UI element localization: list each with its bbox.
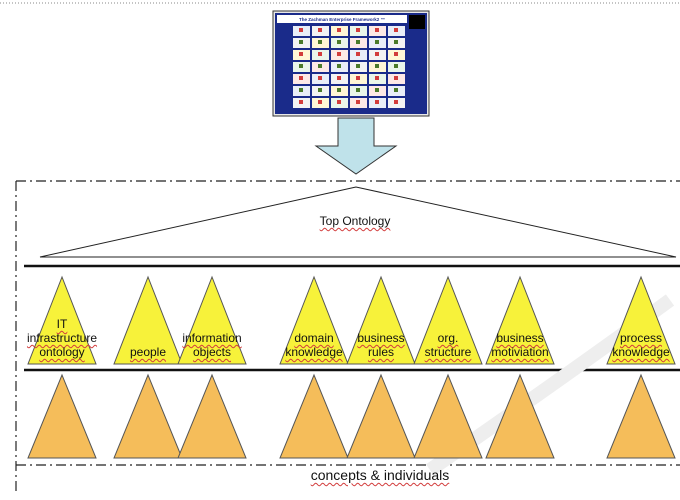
framework-cell-icon bbox=[299, 28, 303, 32]
zachman-framework-thumbnail: The Zachman Enterprise Framework2 ™ bbox=[272, 10, 430, 117]
framework-cell-icon bbox=[394, 40, 398, 44]
framework-cell-icon bbox=[375, 64, 379, 68]
framework-title: The Zachman Enterprise Framework2 ™ bbox=[299, 17, 385, 22]
framework-cell-icon bbox=[318, 64, 322, 68]
framework-cell-icon bbox=[375, 52, 379, 56]
concept-triangle-business-rules bbox=[346, 373, 416, 459]
framework-cell-icon bbox=[337, 76, 341, 80]
framework-cell-icon bbox=[375, 40, 379, 44]
ontology-triangle-people bbox=[113, 275, 183, 365]
concept-triangle-domain bbox=[279, 373, 349, 459]
framework-cell-icon bbox=[318, 100, 322, 104]
framework-cell-icon bbox=[394, 28, 398, 32]
framework-cell-icon bbox=[299, 52, 303, 56]
ontology-triangle-business-rules bbox=[346, 275, 416, 365]
framework-cell-icon bbox=[356, 76, 360, 80]
framework-cell-icon bbox=[394, 52, 398, 56]
framework-cell-icon bbox=[318, 76, 322, 80]
ontology-triangle-it bbox=[27, 275, 97, 365]
ontology-triangle-domain bbox=[279, 275, 349, 365]
framework-cell-icon bbox=[299, 88, 303, 92]
concept-triangle-org bbox=[413, 373, 483, 459]
framework-cell-icon bbox=[356, 52, 360, 56]
framework-cell-icon bbox=[375, 88, 379, 92]
concept-triangle-motivation bbox=[485, 373, 555, 459]
framework-cell-icon bbox=[356, 100, 360, 104]
framework-cell-icon bbox=[356, 64, 360, 68]
top-ontology-label: Top Ontology bbox=[319, 214, 391, 228]
ontology-triangle-motivation bbox=[485, 275, 555, 365]
framework-cell-icon bbox=[394, 88, 398, 92]
framework-cell-icon bbox=[337, 40, 341, 44]
framework-cell-icon bbox=[318, 40, 322, 44]
concept-triangle-information bbox=[177, 373, 247, 459]
framework-cell-icon bbox=[337, 28, 341, 32]
framework-cell-icon bbox=[375, 28, 379, 32]
ontology-triangle-org bbox=[413, 275, 483, 365]
framework-cell-icon bbox=[337, 52, 341, 56]
ontology-triangle-process bbox=[606, 275, 676, 365]
concept-triangle-people bbox=[113, 373, 183, 459]
framework-cell-icon bbox=[318, 28, 322, 32]
framework-cell-icon bbox=[318, 88, 322, 92]
framework-cell-icon bbox=[375, 76, 379, 80]
top-ontology-triangle bbox=[39, 186, 677, 258]
framework-cell-icon bbox=[394, 100, 398, 104]
framework-cell-icon bbox=[356, 88, 360, 92]
concept-triangle-it bbox=[27, 373, 97, 459]
framework-cell-icon bbox=[356, 28, 360, 32]
ontology-triangle-information bbox=[177, 275, 247, 365]
framework-cell-icon bbox=[337, 88, 341, 92]
concept-triangle-process bbox=[606, 373, 676, 459]
framework-cell-icon bbox=[299, 76, 303, 80]
framework-cell-icon bbox=[337, 64, 341, 68]
framework-cell-icon bbox=[375, 100, 379, 104]
ontology-label-people: people bbox=[129, 345, 167, 359]
framework-cell-icon bbox=[356, 40, 360, 44]
ontology-label-org: org.structure bbox=[424, 331, 472, 359]
ontology-frame-border bbox=[15, 180, 680, 495]
framework-cell-icon bbox=[394, 64, 398, 68]
down-arrow bbox=[314, 117, 398, 175]
framework-cell-icon bbox=[299, 40, 303, 44]
concepts-individuals-label: concepts & individuals bbox=[310, 467, 450, 483]
framework-cell-icon bbox=[299, 64, 303, 68]
framework-cell-icon bbox=[318, 52, 322, 56]
framework-cell-icon bbox=[337, 100, 341, 104]
framework-cell-icon bbox=[299, 100, 303, 104]
framework-cell-icon bbox=[394, 76, 398, 80]
